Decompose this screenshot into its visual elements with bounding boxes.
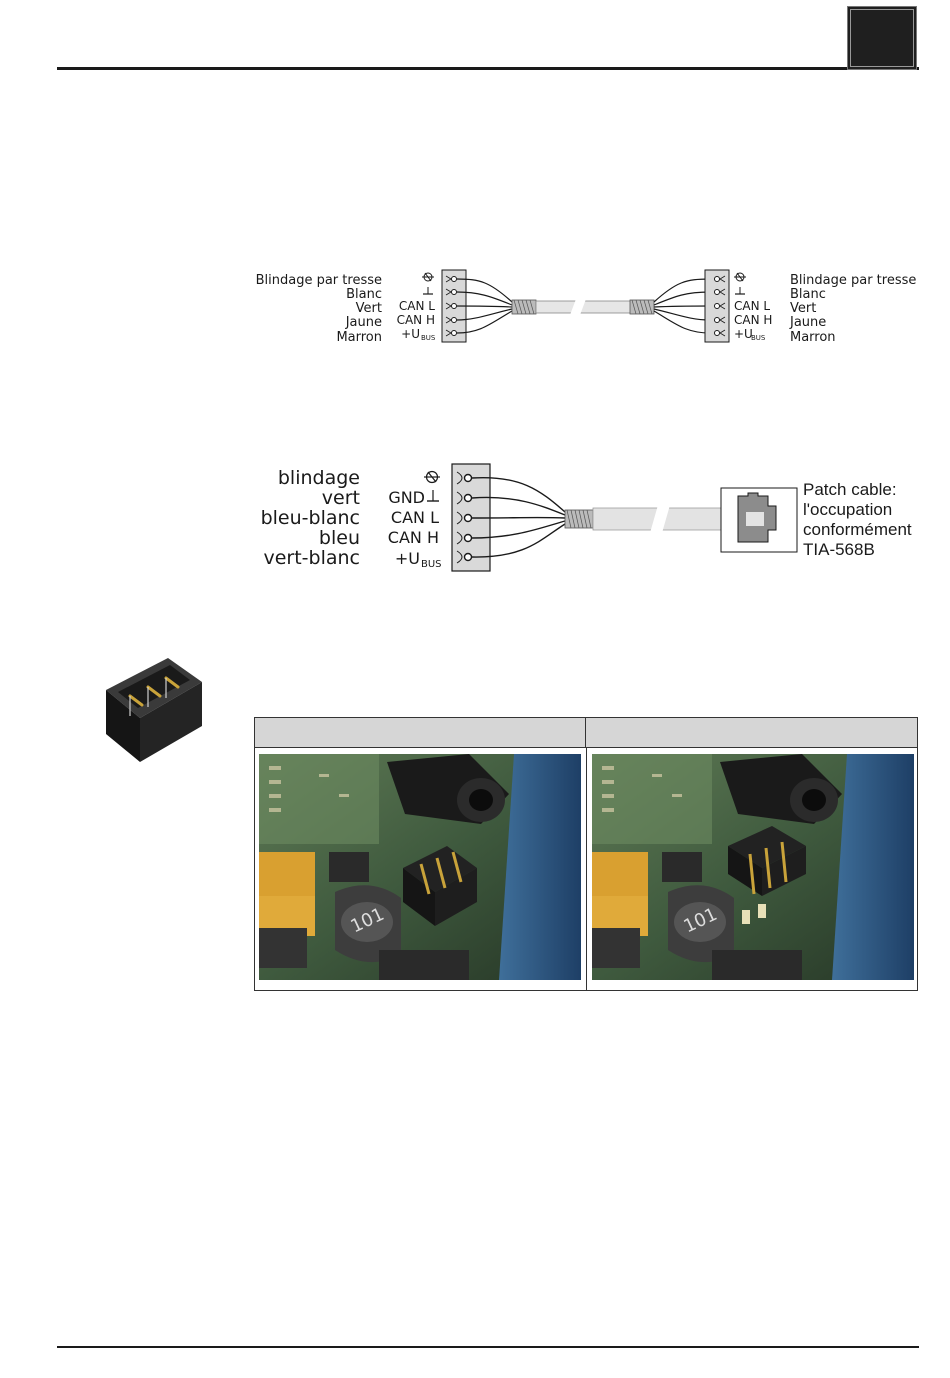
table-column-divider (586, 748, 587, 990)
pin-gnd: GND (388, 488, 425, 507)
chapter-tab (847, 6, 917, 70)
wire-label-4: vert-blanc (263, 547, 360, 569)
ground-icon (427, 490, 439, 501)
cable-body (512, 299, 654, 315)
right-label-2: Vert (790, 301, 816, 316)
wire-label-2: bleu-blanc (261, 507, 360, 529)
left-labels: Blindage par tresse Blanc Vert Jaune Mar… (256, 273, 382, 345)
left-pin-ubus: +U (401, 327, 420, 341)
right-pin-can-l: CAN L (734, 299, 770, 313)
right-pin-can-h: CAN H (734, 313, 772, 327)
right-pin-ubus-sub: BUS (751, 334, 766, 342)
header-rule (57, 67, 919, 70)
wire-label-0: blindage (278, 467, 360, 489)
note-line-3: TIA-568B (803, 540, 875, 559)
left-label-4: Marron (336, 330, 382, 345)
wire-label-1: vert (322, 487, 360, 509)
right-pin-labels: CAN L CAN H +U BUS (734, 273, 772, 342)
left-label-0: Blindage par tresse (256, 273, 382, 288)
rj45-socket-icon (721, 488, 797, 552)
footer-rule (57, 1346, 919, 1348)
left-label-3: Jaune (345, 315, 382, 330)
pin-ubus-sub: BUS (421, 559, 442, 570)
right-label-3: Jaune (789, 315, 826, 330)
right-label-1: Blanc (790, 287, 826, 302)
cable-diagram-1: Blindage par tresse Blanc Vert Jaune Mar… (250, 262, 930, 352)
table-header-left-text (255, 718, 585, 732)
shield-icon (424, 472, 440, 483)
left-label-1: Blanc (346, 287, 382, 302)
right-wires (654, 279, 710, 333)
ground-icon (735, 287, 745, 294)
pin-can-h: CAN H (388, 528, 439, 547)
note-line-1: l'occupation (803, 500, 892, 519)
right-terminal-block (705, 270, 729, 342)
wire-labels: blindage vert bleu-blanc bleu vert-blanc (261, 467, 360, 569)
cable-diagram-2: blindage vert bleu-blanc bleu vert-blanc… (250, 460, 930, 580)
table-header-left (255, 718, 586, 748)
table-header-right (586, 718, 917, 748)
table-header-right-text (586, 718, 917, 732)
right-labels: Blindage par tresse Blanc Vert Jaune Mar… (789, 273, 916, 345)
pin-labels: GND CAN L CAN H +U BUS (388, 472, 442, 571)
left-pin-can-l: CAN L (399, 299, 435, 313)
pin-can-l: CAN L (391, 508, 439, 527)
left-pin-ubus-sub: BUS (421, 334, 436, 342)
pcb-photo-right: 101 (592, 754, 914, 980)
left-label-2: Vert (356, 301, 382, 316)
jumper-connector-icon (98, 652, 210, 768)
left-pin-can-h: CAN H (397, 313, 435, 327)
left-pin-labels: CAN L CAN H +U BUS (397, 273, 436, 342)
jumper-position-table: 101 101 (254, 717, 918, 991)
pcb-photo-left: 101 (259, 754, 581, 980)
right-label-4: Marron (790, 330, 836, 345)
patch-cable-note: Patch cable: l'occupation conformément T… (803, 480, 912, 559)
pin-ubus: +U (395, 549, 420, 568)
right-label-0: Blindage par tresse (790, 273, 916, 288)
shield-icon (422, 273, 434, 281)
ground-icon (423, 287, 433, 294)
note-line-2: conformément (803, 520, 912, 539)
shield-icon (734, 273, 746, 281)
wire-label-3: bleu (319, 527, 360, 549)
note-line-0: Patch cable: (803, 480, 897, 499)
